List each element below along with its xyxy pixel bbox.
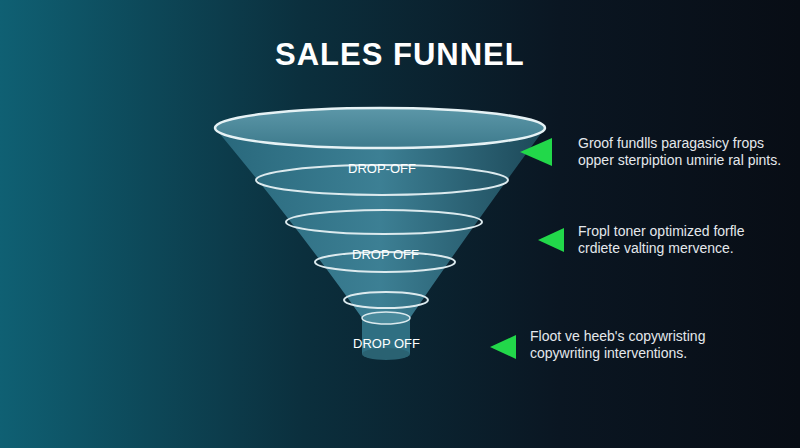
funnel-band: DROP OFF — [347, 334, 426, 353]
diagram-title: SALES FUNNEL — [275, 37, 525, 73]
callout-text: Fropl toner optimized forfle crdiete val… — [578, 223, 788, 257]
callout-text: Groof fundlls paragasicy frops opper ste… — [578, 135, 788, 169]
funnel-band: DROP OFF — [346, 245, 425, 264]
band-label: DROP OFF — [352, 247, 419, 262]
funnel-band: DROP-OFF — [342, 159, 422, 178]
callout-text: Floot ve heeb's copywristing copywriting… — [530, 328, 740, 362]
band-label: DROP OFF — [353, 336, 420, 351]
band-label: DROP-OFF — [348, 161, 416, 176]
